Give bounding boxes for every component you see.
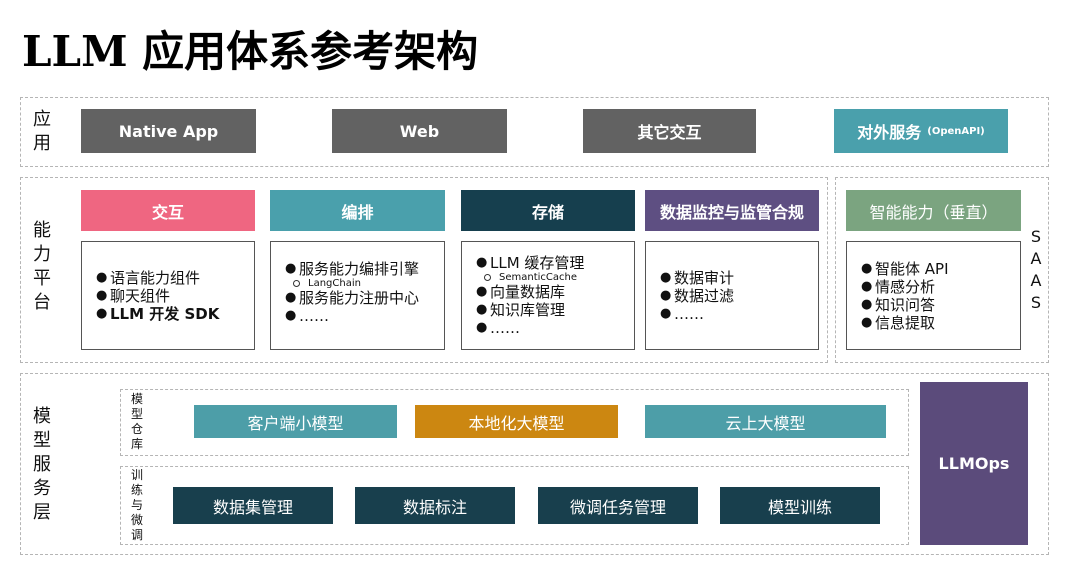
- client-small-model-label: 客户端小模型: [247, 413, 344, 433]
- app-layer-label: 应 用: [22, 102, 62, 162]
- ring-bullet-icon: [484, 274, 491, 281]
- model-repo-label-char: 型: [130, 407, 143, 421]
- orchestration-header: 编排: [270, 190, 445, 231]
- list-item: ●LLM 开发 SDK: [96, 304, 220, 323]
- list-item: ●情感分析: [861, 277, 936, 296]
- model-repo-group: [120, 389, 909, 456]
- orchestration-header-label: 编排: [341, 202, 374, 222]
- native-app-label: Native App: [118, 121, 219, 141]
- list-item: ●LLM 缓存管理: [476, 254, 585, 272]
- training-label-char: 与: [130, 498, 143, 512]
- model-layer-label-char: 务: [33, 478, 51, 499]
- training-label-char: 调: [130, 528, 143, 542]
- saas-label: S A A S: [1024, 222, 1048, 318]
- list-item: ●服务能力注册中心: [285, 289, 420, 307]
- vertical-ability-header-label: 智能能力（垂直）: [869, 202, 998, 222]
- model-repo-label-char: 模: [130, 392, 143, 406]
- web-box: Web: [332, 109, 507, 153]
- saas-label-char: A: [1030, 249, 1042, 268]
- other-interaction-label: 其它交互: [637, 123, 702, 142]
- cloud-large-model-label: 云上大模型: [725, 413, 806, 433]
- list-item: ●信息提取: [861, 313, 936, 332]
- native-app-box: Native App: [81, 109, 256, 153]
- list-item: ●聊天组件: [96, 286, 171, 305]
- model-repo-label: 模 型 仓 库: [124, 391, 150, 453]
- model-repo-label-char: 库: [130, 437, 143, 451]
- training-group: [120, 466, 909, 545]
- list-item: ●服务能力编排引擎: [285, 260, 420, 278]
- model-repo-label-char: 仓: [130, 422, 143, 436]
- local-large-model-box: 本地化大模型: [415, 405, 618, 438]
- open-service-sublabel: (OpenAPI): [927, 125, 985, 137]
- platform-layer-label-char: 台: [33, 292, 51, 313]
- llmops-label: LLMOps: [938, 454, 1010, 473]
- list-item: ●数据审计: [660, 268, 735, 287]
- compliance-header: 数据监控与监管合规: [645, 190, 819, 231]
- platform-layer-label-char: 力: [33, 244, 51, 265]
- interaction-header-label: 交互: [151, 202, 184, 222]
- open-service-label: 对外服务: [857, 123, 922, 142]
- storage-header: 存储: [461, 190, 635, 231]
- model-training-label: 模型训练: [767, 497, 832, 517]
- open-service-box: 对外服务 (OpenAPI): [834, 109, 1008, 153]
- platform-layer-label: 能 力 平 台: [22, 212, 62, 322]
- platform-layer-label-char: 平: [33, 268, 51, 289]
- list-item: ●智能体 API: [861, 259, 949, 278]
- client-small-model-box: 客户端小模型: [194, 405, 397, 438]
- app-layer: [20, 97, 1049, 167]
- training-label-char: 练: [130, 483, 143, 497]
- list-item: ●知识问答: [861, 295, 936, 314]
- llmops-box: LLMOps: [920, 382, 1028, 545]
- data-annotation-label: 数据标注: [402, 497, 467, 517]
- interaction-card: ●语言能力组件 ●聊天组件 ●LLM 开发 SDK: [81, 241, 255, 350]
- compliance-card: ●数据审计 ●数据过滤 ●……: [645, 241, 819, 350]
- model-service-layer: [20, 373, 1049, 555]
- compliance-header-label: 数据监控与监管合规: [659, 202, 804, 222]
- app-layer-label-char: 应: [33, 109, 51, 130]
- list-item: ●……: [660, 304, 704, 323]
- saas-label-char: S: [1030, 293, 1042, 312]
- web-label: Web: [399, 121, 440, 141]
- model-layer-label-char: 模: [33, 406, 51, 427]
- platform-layer-label-char: 能: [33, 220, 51, 241]
- platform-layer: [20, 177, 828, 363]
- model-layer-label-char: 服: [33, 454, 51, 475]
- saas-label-char: A: [1030, 271, 1042, 290]
- list-item: ●知识库管理: [476, 301, 566, 319]
- list-subitem: LangChain: [293, 278, 444, 289]
- page-title: LLM 应用体系参考架构: [22, 27, 479, 76]
- model-layer-label-char: 层: [33, 502, 51, 523]
- finetune-task-box: 微调任务管理: [538, 487, 698, 524]
- interaction-header: 交互: [81, 190, 255, 231]
- saas-block: [835, 177, 1049, 363]
- saas-label-char: S: [1030, 227, 1042, 246]
- model-layer-label-char: 型: [33, 430, 51, 451]
- list-item: ●向量数据库: [476, 283, 566, 301]
- storage-card: ●LLM 缓存管理 SemanticCache ●向量数据库 ●知识库管理 ●……: [461, 241, 635, 350]
- local-large-model-label: 本地化大模型: [468, 413, 565, 433]
- training-label-char: 微: [130, 513, 143, 527]
- list-item: ●数据过滤: [660, 286, 735, 305]
- finetune-task-label: 微调任务管理: [569, 497, 666, 517]
- dataset-management-box: 数据集管理: [173, 487, 333, 524]
- list-item: ●……: [285, 307, 329, 325]
- storage-header-label: 存储: [531, 202, 564, 222]
- ring-bullet-icon: [293, 280, 300, 287]
- model-service-layer-label: 模 型 服 务 层: [22, 400, 62, 530]
- list-item: ●……: [476, 319, 520, 337]
- training-label-char: 训: [130, 468, 143, 482]
- list-subitem: SemanticCache: [484, 272, 634, 283]
- model-training-box: 模型训练: [720, 487, 880, 524]
- app-layer-label-char: 用: [33, 133, 51, 154]
- orchestration-card: ●服务能力编排引擎 LangChain ●服务能力注册中心 ●……: [270, 241, 445, 350]
- list-item: ●语言能力组件: [96, 268, 201, 287]
- vertical-ability-header: 智能能力（垂直）: [846, 190, 1021, 231]
- cloud-large-model-box: 云上大模型: [645, 405, 886, 438]
- vertical-ability-card: ●智能体 API ●情感分析 ●知识问答 ●信息提取: [846, 241, 1021, 350]
- other-interaction-box: 其它交互: [583, 109, 756, 153]
- dataset-management-label: 数据集管理: [212, 497, 293, 517]
- training-label: 训 练 与 微 调: [124, 468, 150, 543]
- data-annotation-box: 数据标注: [355, 487, 515, 524]
